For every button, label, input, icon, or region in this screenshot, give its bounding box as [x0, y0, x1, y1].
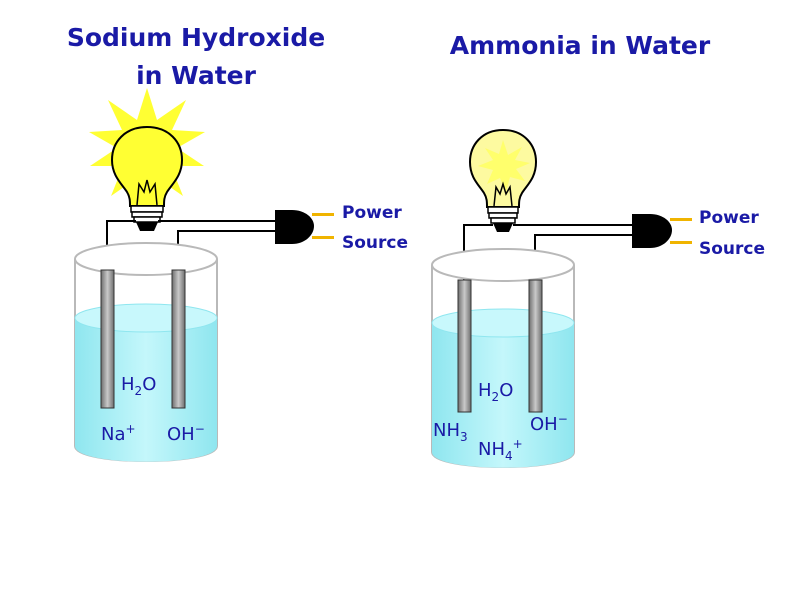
- left-electrode-2: [171, 269, 186, 409]
- left-h2o-label: H2O: [121, 374, 156, 398]
- left-na-label: Na+: [101, 422, 136, 445]
- left-source-label: Source: [342, 233, 408, 253]
- left-electrode-1: [100, 269, 115, 409]
- right-bulb-icon: [468, 128, 538, 232]
- left-title-line2: in Water: [136, 61, 257, 90]
- left-title-line1: Sodium Hydroxide: [67, 23, 325, 52]
- right-nh4-label: NH4+: [478, 437, 523, 463]
- right-source-label: Source: [699, 239, 765, 259]
- right-title: Ammonia in Water: [450, 31, 711, 60]
- left-bulb-icon: [110, 125, 184, 231]
- right-power-label: Power: [699, 208, 759, 228]
- right-electrode-2: [528, 279, 543, 413]
- right-nh3-label: NH3: [433, 420, 468, 444]
- left-oh-label: OH−: [167, 422, 205, 445]
- right-h2o-label: H2O: [478, 380, 513, 404]
- right-electrode-1: [457, 279, 472, 413]
- right-plug-icon: [632, 214, 692, 248]
- left-setup: Sodium Hydroxide in Water Power Source: [67, 23, 408, 462]
- left-plug-icon: [275, 210, 334, 244]
- right-oh-label: OH−: [530, 412, 568, 435]
- right-setup: Ammonia in Water Power Source: [431, 31, 765, 468]
- left-power-label: Power: [342, 203, 402, 223]
